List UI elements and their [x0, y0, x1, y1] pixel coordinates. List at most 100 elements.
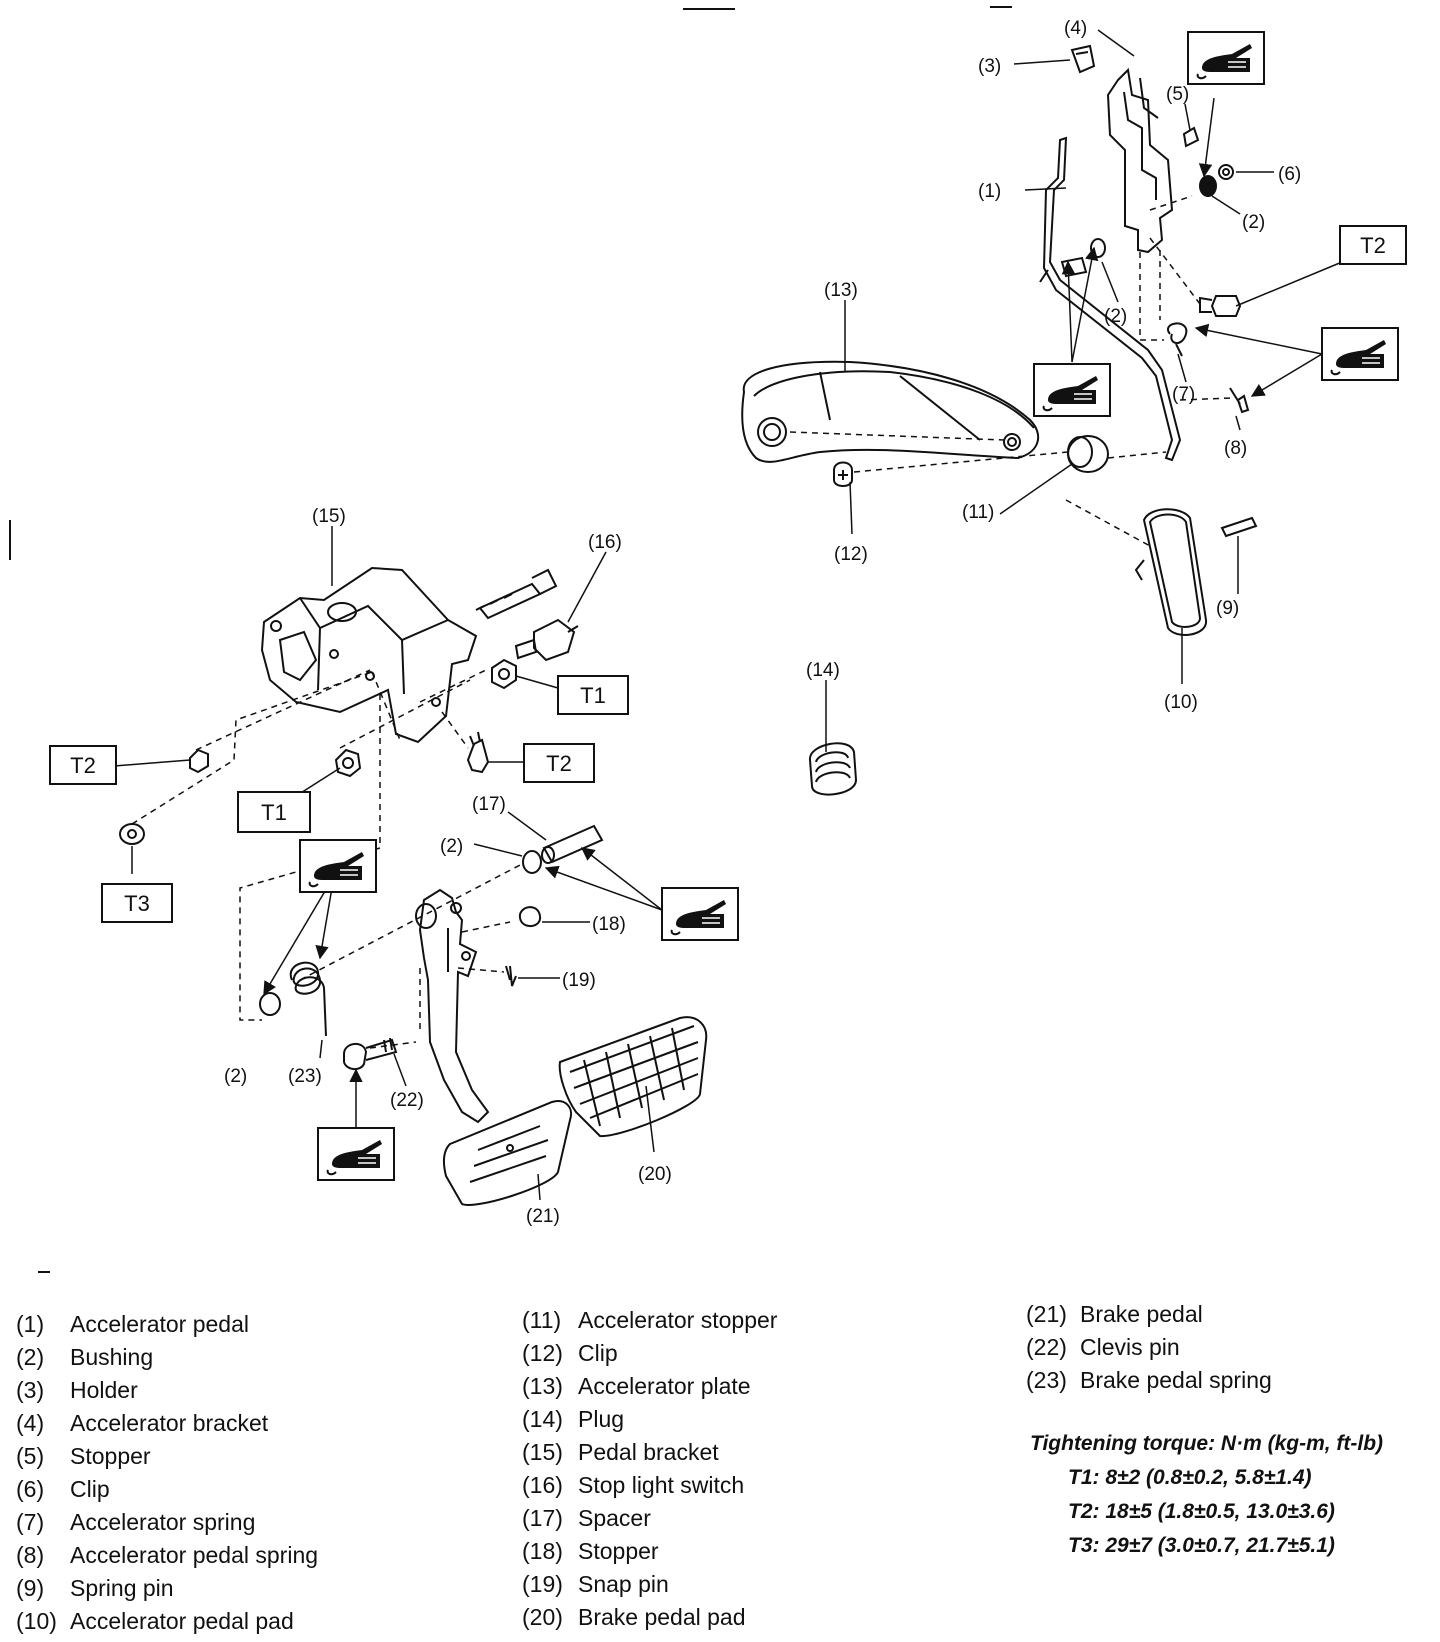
bushing-brake-lower — [259, 992, 281, 1016]
callout-18: (18) — [592, 914, 626, 935]
legend-name: Brake pedal pad — [578, 1604, 746, 1630]
legend-number: (5) — [16, 1443, 45, 1469]
brake-dash-lines — [131, 669, 523, 1049]
spring-pin — [1220, 516, 1258, 538]
legend-item: (17) Spacer — [522, 1502, 777, 1535]
stop-light-switch — [533, 618, 576, 662]
legend-number: (7) — [16, 1509, 45, 1535]
legend-item: (21)Brake pedal — [1026, 1298, 1272, 1331]
grease-symbol — [661, 887, 739, 941]
legend-number: (3) — [16, 1377, 45, 1403]
brake-assembly — [119, 566, 708, 1206]
grease-symbol — [299, 839, 377, 893]
callout-22: (22) — [390, 1090, 424, 1111]
legend-number: (19) — [522, 1571, 563, 1597]
legend-item: (18)Stopper — [522, 1535, 777, 1568]
bracket-stopper — [1182, 126, 1200, 148]
legend-name: Spring pin — [70, 1575, 174, 1601]
legend-item: (15)Pedal bracket — [522, 1436, 777, 1469]
legend-item: (10) Accelerator pedal pad — [16, 1605, 318, 1638]
accelerator-assembly — [741, 44, 1258, 796]
legend-item: (7)Accelerator spring — [16, 1506, 318, 1539]
brake-pedal — [418, 888, 490, 1124]
callout-11: (11) — [962, 502, 994, 523]
legend-name: Holder — [70, 1377, 138, 1403]
legend-name: Bushing — [70, 1344, 154, 1370]
callout-4: (4) — [1064, 18, 1087, 39]
legend-number: (1) — [16, 1311, 45, 1337]
accelerator-dash-lines — [789, 195, 1233, 547]
legend-item: (16) Stop light switch — [522, 1469, 777, 1502]
brake-pedal-spring — [289, 961, 327, 1037]
legend-column-2: (11)Accelerator stopper (12)Clip (13)Acc… — [522, 1304, 777, 1634]
spacer — [542, 824, 604, 864]
legend-name: Accelerator stopper — [578, 1307, 778, 1333]
legend-number: (4) — [16, 1410, 45, 1436]
nut-t1-upper — [491, 658, 517, 690]
clip-12 — [833, 461, 853, 487]
torque-box-t1-upper: T1 — [557, 675, 629, 715]
torque-t3: T3: 29±7 (3.0±0.7, 21.7±5.1) — [1068, 1534, 1335, 1557]
callout-10: (10) — [1164, 692, 1198, 713]
torque-box-t3: T3 — [101, 883, 173, 923]
torque-box-label: T1 — [580, 683, 606, 708]
legend-number: (16) — [522, 1472, 563, 1498]
torque-box-t2-right: T2 — [1339, 225, 1407, 265]
torque-t1: T1: 8±2 (0.8±0.2, 5.8±1.4) — [1068, 1466, 1312, 1489]
callout-7: (7) — [1172, 384, 1195, 405]
legend-name: Accelerator pedal pad — [70, 1608, 294, 1634]
legend-item: (13)Accelerator plate — [522, 1370, 777, 1403]
callout-21: (21) — [526, 1206, 560, 1227]
grease-symbol — [1321, 327, 1399, 381]
legend-number: (14) — [522, 1406, 563, 1432]
torque-box-label: T3 — [124, 891, 150, 916]
callout-2: (2) — [1242, 212, 1265, 233]
legend-number: (11) — [522, 1307, 562, 1333]
legend-number: (12) — [522, 1340, 563, 1366]
legend-number: (20) — [522, 1604, 563, 1630]
torque-box-t2-mid: T2 — [523, 743, 595, 783]
torque-t2: T2: 18±5 (1.8±0.5, 13.0±3.6) — [1068, 1500, 1335, 1523]
legend-number: (2) — [16, 1344, 45, 1370]
callout-2: (2) — [224, 1066, 247, 1087]
legend-number: (10) — [16, 1608, 57, 1634]
callout-8: (8) — [1224, 438, 1247, 459]
callout-1: (1) — [978, 181, 1001, 202]
legend-column-1: (1)Accelerator pedal (2)Bushing (3)Holde… — [16, 1308, 318, 1638]
accelerator-pedal-arm — [1042, 136, 1182, 462]
callout-6: (6) — [1278, 164, 1301, 185]
legend-name: Accelerator pedal spring — [70, 1542, 319, 1568]
legend-name: Brake pedal spring — [1080, 1367, 1272, 1393]
callout-23: (23) — [288, 1066, 322, 1087]
brake-stopper — [518, 906, 542, 927]
legend-number: (15) — [522, 1439, 563, 1465]
legend-name: Stop light switch — [578, 1472, 745, 1498]
callout-16: (16) — [588, 532, 622, 553]
legend-number: (21) — [1026, 1301, 1067, 1327]
clip-6 — [1218, 164, 1234, 180]
legend-number: (17) — [522, 1505, 563, 1531]
torque-heading: Tightening torque: N·m (kg-m, ft-lb) — [1030, 1432, 1384, 1455]
legend-number: (9) — [16, 1575, 45, 1601]
legend-item: (20) Brake pedal pad — [522, 1601, 777, 1634]
callout-5: (5) — [1166, 84, 1189, 105]
legend-item: (3) Holder — [16, 1374, 318, 1407]
legend-item: (5)Stopper — [16, 1440, 318, 1473]
legend-number: (6) — [16, 1476, 45, 1502]
legend-item: (19)Snap pin — [522, 1568, 777, 1601]
torque-box-label: T2 — [70, 753, 96, 778]
snap-pin — [505, 965, 517, 987]
callout-20: (20) — [638, 1164, 672, 1185]
callout-14: (14) — [806, 660, 840, 681]
legend-name: Spacer — [578, 1505, 651, 1531]
legend-name: Plug — [578, 1406, 625, 1432]
legend-item: (11) Accelerator stopper — [522, 1304, 777, 1337]
pedal-bracket — [260, 566, 478, 744]
callout-17: (17) — [472, 794, 506, 815]
legend-item: (2) Bushing — [16, 1341, 318, 1374]
nut-t3 — [119, 823, 145, 845]
legend-column-3: (21)Brake pedal (22)Clevis pin (23)Brake… — [1026, 1298, 1272, 1397]
legend-name: Stopper — [578, 1538, 659, 1564]
callout-19: (19) — [562, 970, 596, 991]
